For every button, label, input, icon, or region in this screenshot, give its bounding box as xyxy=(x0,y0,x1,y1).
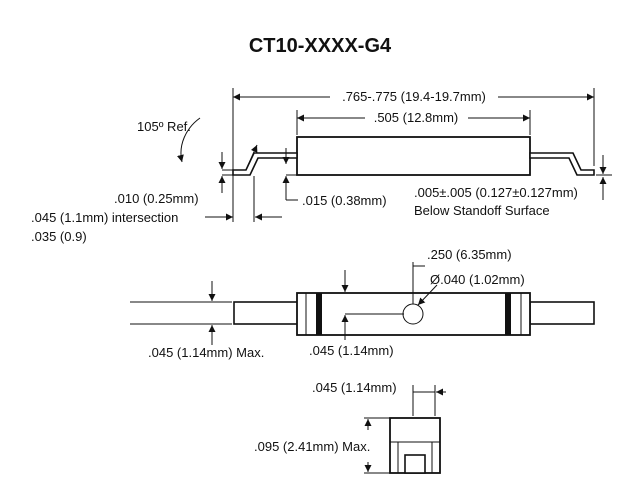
intersection-label: .045 (1.1mm) intersection xyxy=(31,210,178,225)
below-standoff-value-label: .005±.005 (0.127±0.127mm) xyxy=(414,185,578,200)
end-view-lead xyxy=(404,454,426,474)
intersection-alt-label: .035 (0.9) xyxy=(31,229,87,244)
top-view: .250 (6.35mm) Ø.040 (1.02mm) .045 (1.14m… xyxy=(130,247,595,360)
below-standoff-text-label: Below Standoff Surface xyxy=(414,203,550,218)
end-width-label: .045 (1.14mm) xyxy=(312,380,397,395)
side-view-left-lead xyxy=(232,152,298,176)
angle-ref-label: 105º Ref. xyxy=(137,119,191,134)
left-band-mark xyxy=(316,293,322,335)
band-offset-label: .045 (1.14mm) xyxy=(309,343,394,358)
body-length-label: .505 (12.8mm) xyxy=(374,110,459,125)
hole-position-label: .250 (6.35mm) xyxy=(427,247,512,262)
standoff-label: .015 (0.38mm) xyxy=(302,193,387,208)
lead-width-label: .045 (1.14mm) Max. xyxy=(148,345,264,360)
top-view-right-lead xyxy=(529,301,595,325)
lead-thickness-label: .010 (0.25mm) xyxy=(114,191,199,206)
overall-length-label: .765-.775 (19.4-19.7mm) xyxy=(342,89,486,104)
end-view: .045 (1.14mm) .095 (2.41mm) Max. xyxy=(254,380,446,474)
side-view-right-lead xyxy=(529,152,595,176)
right-band-mark xyxy=(505,293,511,335)
side-view: .765-.775 (19.4-19.7mm) .505 (12.8mm) 10… xyxy=(31,88,612,244)
hole-diameter-label: Ø.040 (1.02mm) xyxy=(430,272,525,287)
top-view-left-lead xyxy=(233,301,299,325)
end-height-label: .095 (2.41mm) Max. xyxy=(254,439,370,454)
side-view-body xyxy=(296,136,531,176)
drawing-title: CT10-XXXX-G4 xyxy=(249,35,392,57)
